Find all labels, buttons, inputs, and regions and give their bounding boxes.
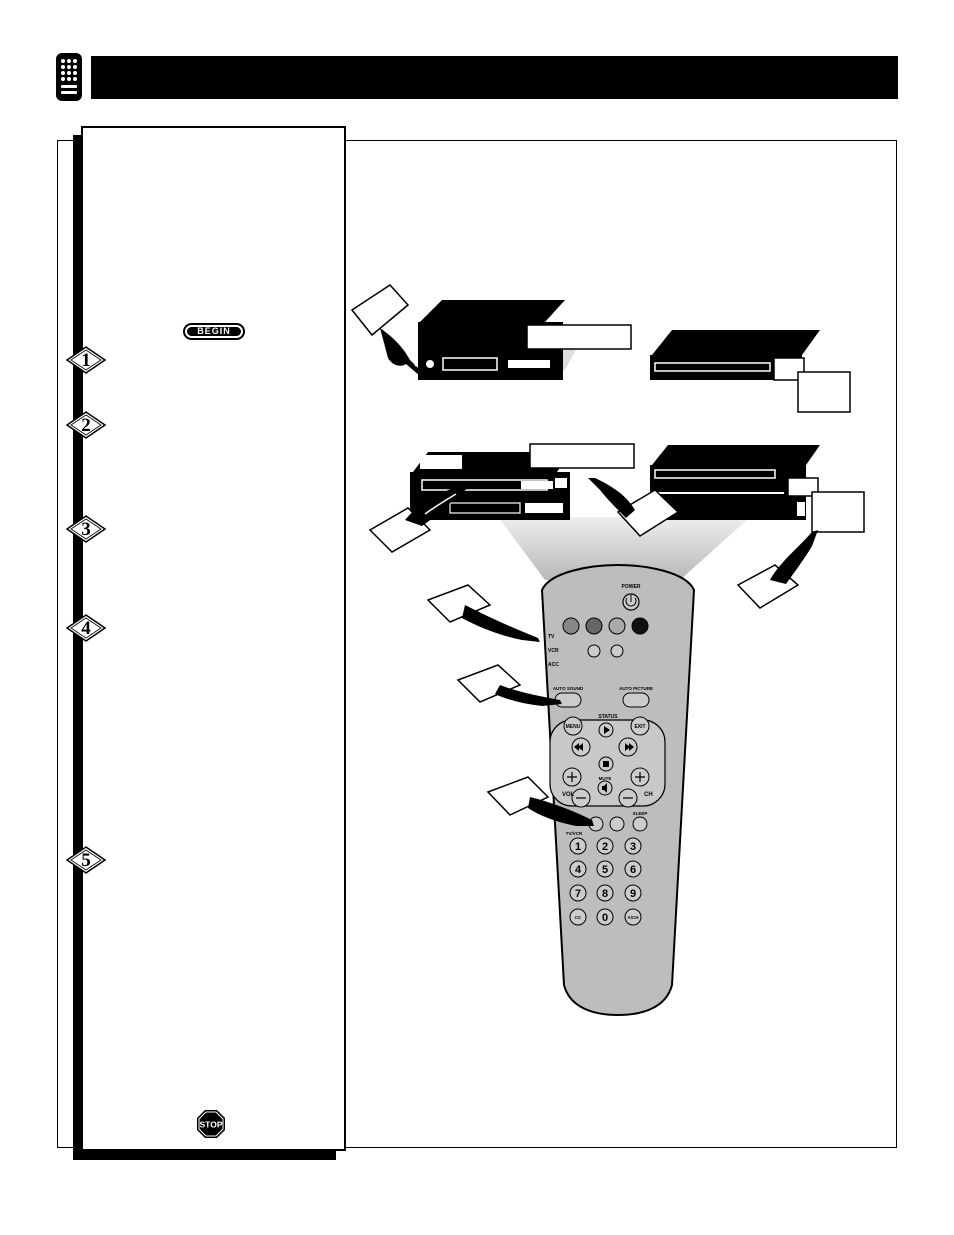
alt-channel-label: A/CH xyxy=(628,915,639,920)
digit-9-button[interactable] xyxy=(624,884,642,902)
digit-0-button[interactable] xyxy=(596,908,614,926)
begin-label: BEGIN xyxy=(187,327,241,336)
exit-button[interactable] xyxy=(630,716,650,736)
rewind-icon xyxy=(578,743,583,751)
hand-pointer-remote-tv-vcr xyxy=(486,776,594,826)
stop-icon xyxy=(603,761,609,767)
digit-2-button[interactable] xyxy=(596,837,614,855)
auto-picture-label: AUTO PICTURE xyxy=(619,686,653,691)
plus-icon xyxy=(567,772,577,782)
digit-5-label: 5 xyxy=(602,864,608,876)
vcr-top-right xyxy=(650,330,851,413)
hand-pointer-top-left xyxy=(350,284,422,376)
menu-label: MENU xyxy=(566,724,581,730)
digit-7-button[interactable] xyxy=(569,884,587,902)
smart-picture-button[interactable] xyxy=(610,644,624,658)
tv-vcr-label: TV/VCR xyxy=(566,831,583,836)
vcr-top-right-label-box xyxy=(797,371,851,413)
ch-label: CH xyxy=(644,792,653,798)
vcr-remote-illustration: POWER TV VCR ACC AUTO SOUND AUTO PICTURE… xyxy=(350,284,865,1017)
step-5-marker: 5 xyxy=(65,846,107,874)
alt-channel-button[interactable] xyxy=(624,908,642,926)
mute-label: MUTE xyxy=(599,776,612,781)
digit-5-button[interactable] xyxy=(596,860,614,878)
color-button-4[interactable] xyxy=(631,617,649,635)
stop-label: STOP xyxy=(200,1120,223,1130)
digit-1-label: 1 xyxy=(575,841,581,853)
power-label: POWER xyxy=(622,584,641,590)
fast-forward-icon xyxy=(625,743,630,751)
hand-pointer-remote-mode xyxy=(426,584,540,642)
header-bar xyxy=(91,56,898,99)
step-4-marker: 4 xyxy=(65,614,107,642)
step-5-number: 5 xyxy=(81,850,91,871)
digit-2-label: 2 xyxy=(602,841,608,853)
digit-8-label: 8 xyxy=(602,888,608,900)
mode-acc-label: ACC xyxy=(548,662,559,668)
hand-pointer-middle-left xyxy=(368,486,468,553)
illustration-frame xyxy=(57,140,897,1148)
hand-pointer-remote-auto-sound xyxy=(456,664,562,706)
digit-9-label: 9 xyxy=(630,888,636,900)
step-1-number: 1 xyxy=(81,350,91,371)
mode-tv-label: TV xyxy=(548,634,555,640)
remote-beam xyxy=(498,517,750,580)
digit-1-button[interactable] xyxy=(569,837,587,855)
mode-vcr-label: VCR xyxy=(548,648,559,654)
digit-6-label: 6 xyxy=(630,864,636,876)
smart-sound-button[interactable] xyxy=(587,644,601,658)
step-4-number: 4 xyxy=(81,618,91,639)
vol-label: VOL xyxy=(562,792,575,798)
plus-icon xyxy=(635,772,645,782)
begin-badge: BEGIN xyxy=(183,323,245,340)
remote-control: POWER TV VCR ACC AUTO SOUND AUTO PICTURE… xyxy=(540,563,696,1017)
digit-4-label: 4 xyxy=(575,864,582,876)
vcr-middle-right xyxy=(650,445,865,533)
record-button[interactable] xyxy=(609,816,625,832)
step-3-number: 3 xyxy=(81,519,91,540)
exit-label: EXIT xyxy=(634,724,645,730)
hand-pointer-middle-center xyxy=(588,478,680,537)
step-2-number: 2 xyxy=(81,415,91,436)
step-1-marker: 1 xyxy=(65,346,107,374)
vcr-top-left-label-box xyxy=(526,324,632,350)
digit-4-button[interactable] xyxy=(569,860,587,878)
stop-sign-icon: STOP xyxy=(197,1110,225,1138)
digit-3-label: 3 xyxy=(630,841,636,853)
cc-label: CC xyxy=(575,915,582,920)
menu-button[interactable] xyxy=(563,716,583,736)
vcr-top-left xyxy=(418,300,632,380)
sleep-label: SLEEP xyxy=(633,811,648,816)
digit-6-button[interactable] xyxy=(624,860,642,878)
power-icon xyxy=(625,595,637,607)
digit-3-button[interactable] xyxy=(624,837,642,855)
sleep-button[interactable] xyxy=(632,816,648,832)
color-button-3[interactable] xyxy=(608,617,626,635)
play-icon xyxy=(604,726,610,734)
auto-sound-label: AUTO SOUND xyxy=(553,686,584,691)
status-label: STATUS xyxy=(598,714,618,720)
remote-control-icon xyxy=(56,53,82,101)
auto-picture-button[interactable] xyxy=(622,692,650,708)
number-pad: 1 2 3 4 5 6 7 8 9 0 xyxy=(569,837,642,926)
cc-button[interactable] xyxy=(569,908,587,926)
digit-0-label: 0 xyxy=(602,912,608,924)
color-button-1[interactable] xyxy=(562,617,580,635)
instruction-panel xyxy=(81,126,346,1151)
step-2-marker: 2 xyxy=(65,411,107,439)
vcr-middle-left-label-box xyxy=(529,443,635,469)
hand-pointer-middle-right xyxy=(736,530,818,609)
step-3-marker: 3 xyxy=(65,515,107,543)
color-button-2[interactable] xyxy=(585,617,603,635)
mute-icon xyxy=(602,783,607,793)
digit-8-button[interactable] xyxy=(596,884,614,902)
digit-7-label: 7 xyxy=(575,888,581,900)
vcr-middle-right-label-box xyxy=(811,491,865,533)
